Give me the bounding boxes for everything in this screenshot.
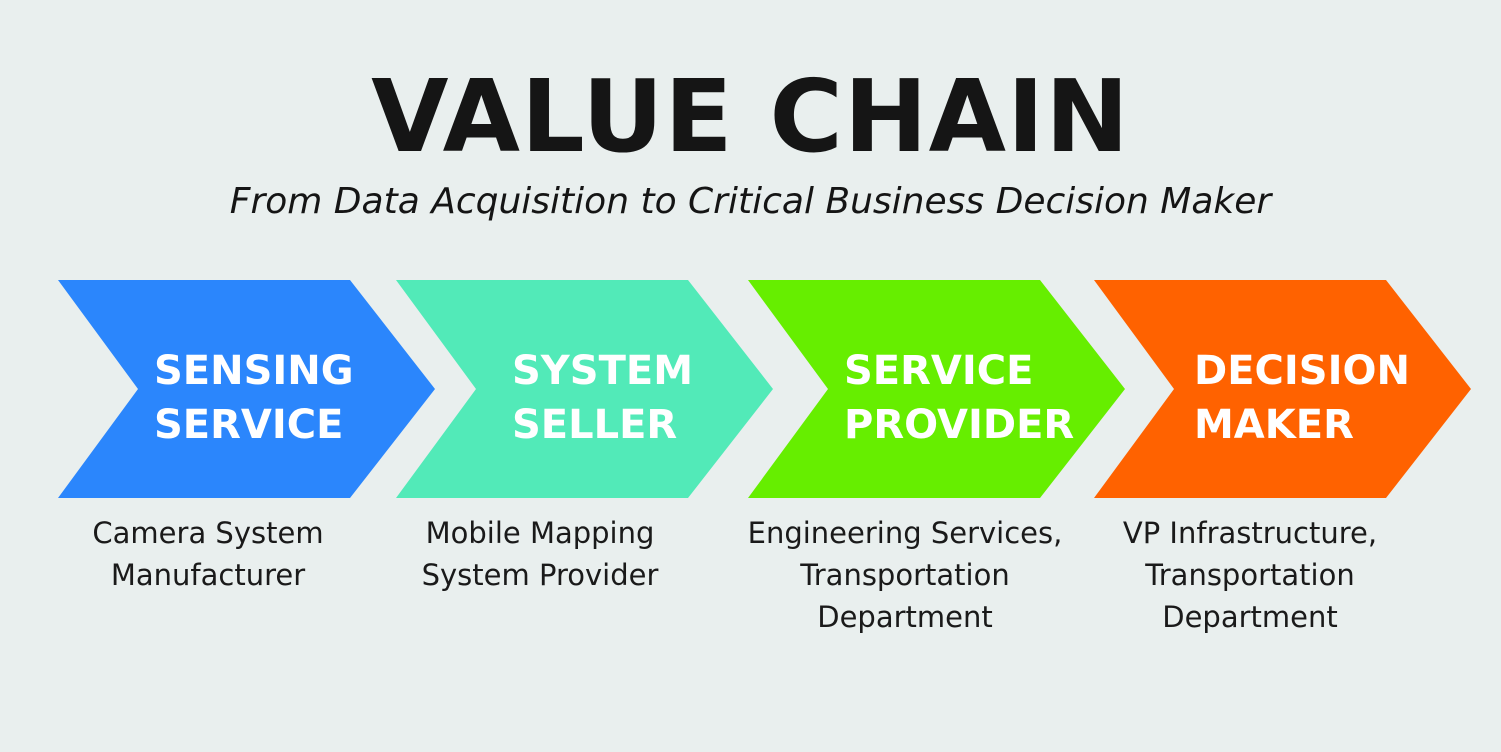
chevron-label: SYSTEM SELLER: [512, 344, 693, 452]
chevron-label-line-2: PROVIDER: [844, 402, 1075, 448]
stage-description-system-seller: Mobile Mapping System Provider: [385, 512, 695, 596]
description-line: VP Infrastructure,: [1122, 516, 1378, 550]
description-line: Transportation: [1145, 558, 1355, 592]
description-line: Camera System: [92, 516, 324, 550]
page-title: VALUE CHAIN: [371, 58, 1130, 175]
chevron-shape: [748, 280, 1125, 498]
description-line: Department: [1162, 600, 1338, 634]
description-line: System Provider: [421, 558, 659, 592]
description-line: Engineering Services,: [747, 516, 1063, 550]
chevron-label-line-1: DECISION: [1194, 348, 1410, 394]
description-line: Transportation: [800, 558, 1010, 592]
chevron-label: DECISION MAKER: [1194, 344, 1410, 452]
description-line: Department: [817, 600, 993, 634]
chevron-service-provider: SERVICE PROVIDER: [748, 280, 1125, 498]
chevron-shape: [58, 280, 435, 498]
page-subtitle: From Data Acquisition to Critical Busine…: [229, 181, 1272, 222]
stage-description-service-provider: Engineering Services, Transportation Dep…: [735, 512, 1075, 638]
chevron-sensing-service: SENSING SERVICE: [58, 280, 435, 498]
chevron-label-line-1: SYSTEM: [512, 348, 693, 394]
description-line: Manufacturer: [110, 558, 306, 592]
chevron-label-line-2: MAKER: [1194, 402, 1354, 448]
chevron-label-line-1: SENSING: [154, 348, 354, 394]
stage-description-decision-maker: VP Infrastructure, Transportation Depart…: [1095, 512, 1405, 638]
chevron-shape: [1094, 280, 1471, 498]
description-line: Mobile Mapping: [425, 516, 655, 550]
stage-description-sensing-service: Camera System Manufacturer: [58, 512, 358, 596]
chevron-shape: [396, 280, 773, 498]
chevron-label: SENSING SERVICE: [154, 344, 354, 452]
chevron-label-line-1: SERVICE: [844, 348, 1034, 394]
chevron-label-line-2: SERVICE: [154, 402, 344, 448]
chevron-decision-maker: DECISION MAKER: [1094, 280, 1471, 498]
chevron-system-seller: SYSTEM SELLER: [396, 280, 773, 498]
chevron-label: SERVICE PROVIDER: [844, 344, 1074, 452]
chevron-label-line-2: SELLER: [512, 402, 678, 448]
